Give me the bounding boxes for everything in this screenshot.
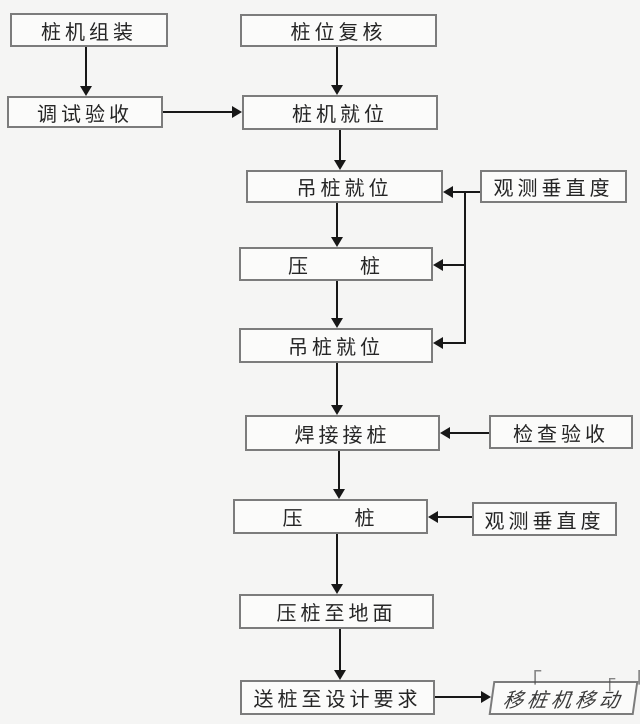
edge-observe1-trunk-line	[464, 191, 466, 344]
node-send-pile-to-design: 送桩至设计要求	[240, 680, 435, 715]
node-inspection-acceptance: 检查验收	[489, 415, 633, 449]
edge-recheck-to-machine-in-place	[331, 47, 343, 95]
node-press-pile-1: 压 桩	[239, 247, 433, 281]
node-pile-position-recheck: 桩位复核	[240, 14, 437, 47]
node-hoist-pile-in-place-2: 吊桩就位	[239, 328, 433, 363]
edge-machine-in-place-to-hoist1	[334, 130, 346, 170]
edge-assembly-to-commissioning	[80, 47, 92, 96]
node-press-pile-to-ground: 压桩至地面	[239, 594, 434, 629]
edge-hoist1-to-press1	[331, 203, 343, 247]
edge-hoist2-to-weld	[331, 363, 343, 415]
edge-inspection-to-weld	[440, 427, 489, 439]
edge-observe2-to-press2	[428, 511, 472, 523]
node-hoist-pile-in-place-1: 吊桩就位	[246, 170, 443, 203]
node-pile-machine-assembly: 桩机组装	[10, 13, 168, 47]
node-commissioning-acceptance: 调试验收	[7, 96, 163, 128]
edge-observe1-to-hoist2	[433, 337, 465, 349]
edge-observe1-to-hoist1	[443, 186, 480, 198]
edge-press2-to-ground	[331, 534, 343, 594]
node-observe-verticality-2: 观测垂直度	[472, 502, 617, 536]
node-pile-machine-in-place: 桩机就位	[242, 95, 438, 130]
node-move-pile-machine: 移桩机移动	[488, 681, 639, 715]
edge-weld-to-press2	[333, 451, 345, 499]
edge-press1-to-hoist2	[331, 281, 343, 328]
node-observe-verticality-1: 观测垂直度	[480, 170, 627, 203]
edge-design-to-move-machine	[435, 691, 491, 703]
edge-observe1-to-press1	[433, 259, 465, 271]
edge-commissioning-to-machine-in-place	[163, 106, 242, 118]
node-press-pile-2: 压 桩	[233, 499, 428, 534]
edge-ground-to-design	[334, 629, 346, 680]
node-weld-pile-splice: 焊接接桩	[245, 415, 440, 451]
